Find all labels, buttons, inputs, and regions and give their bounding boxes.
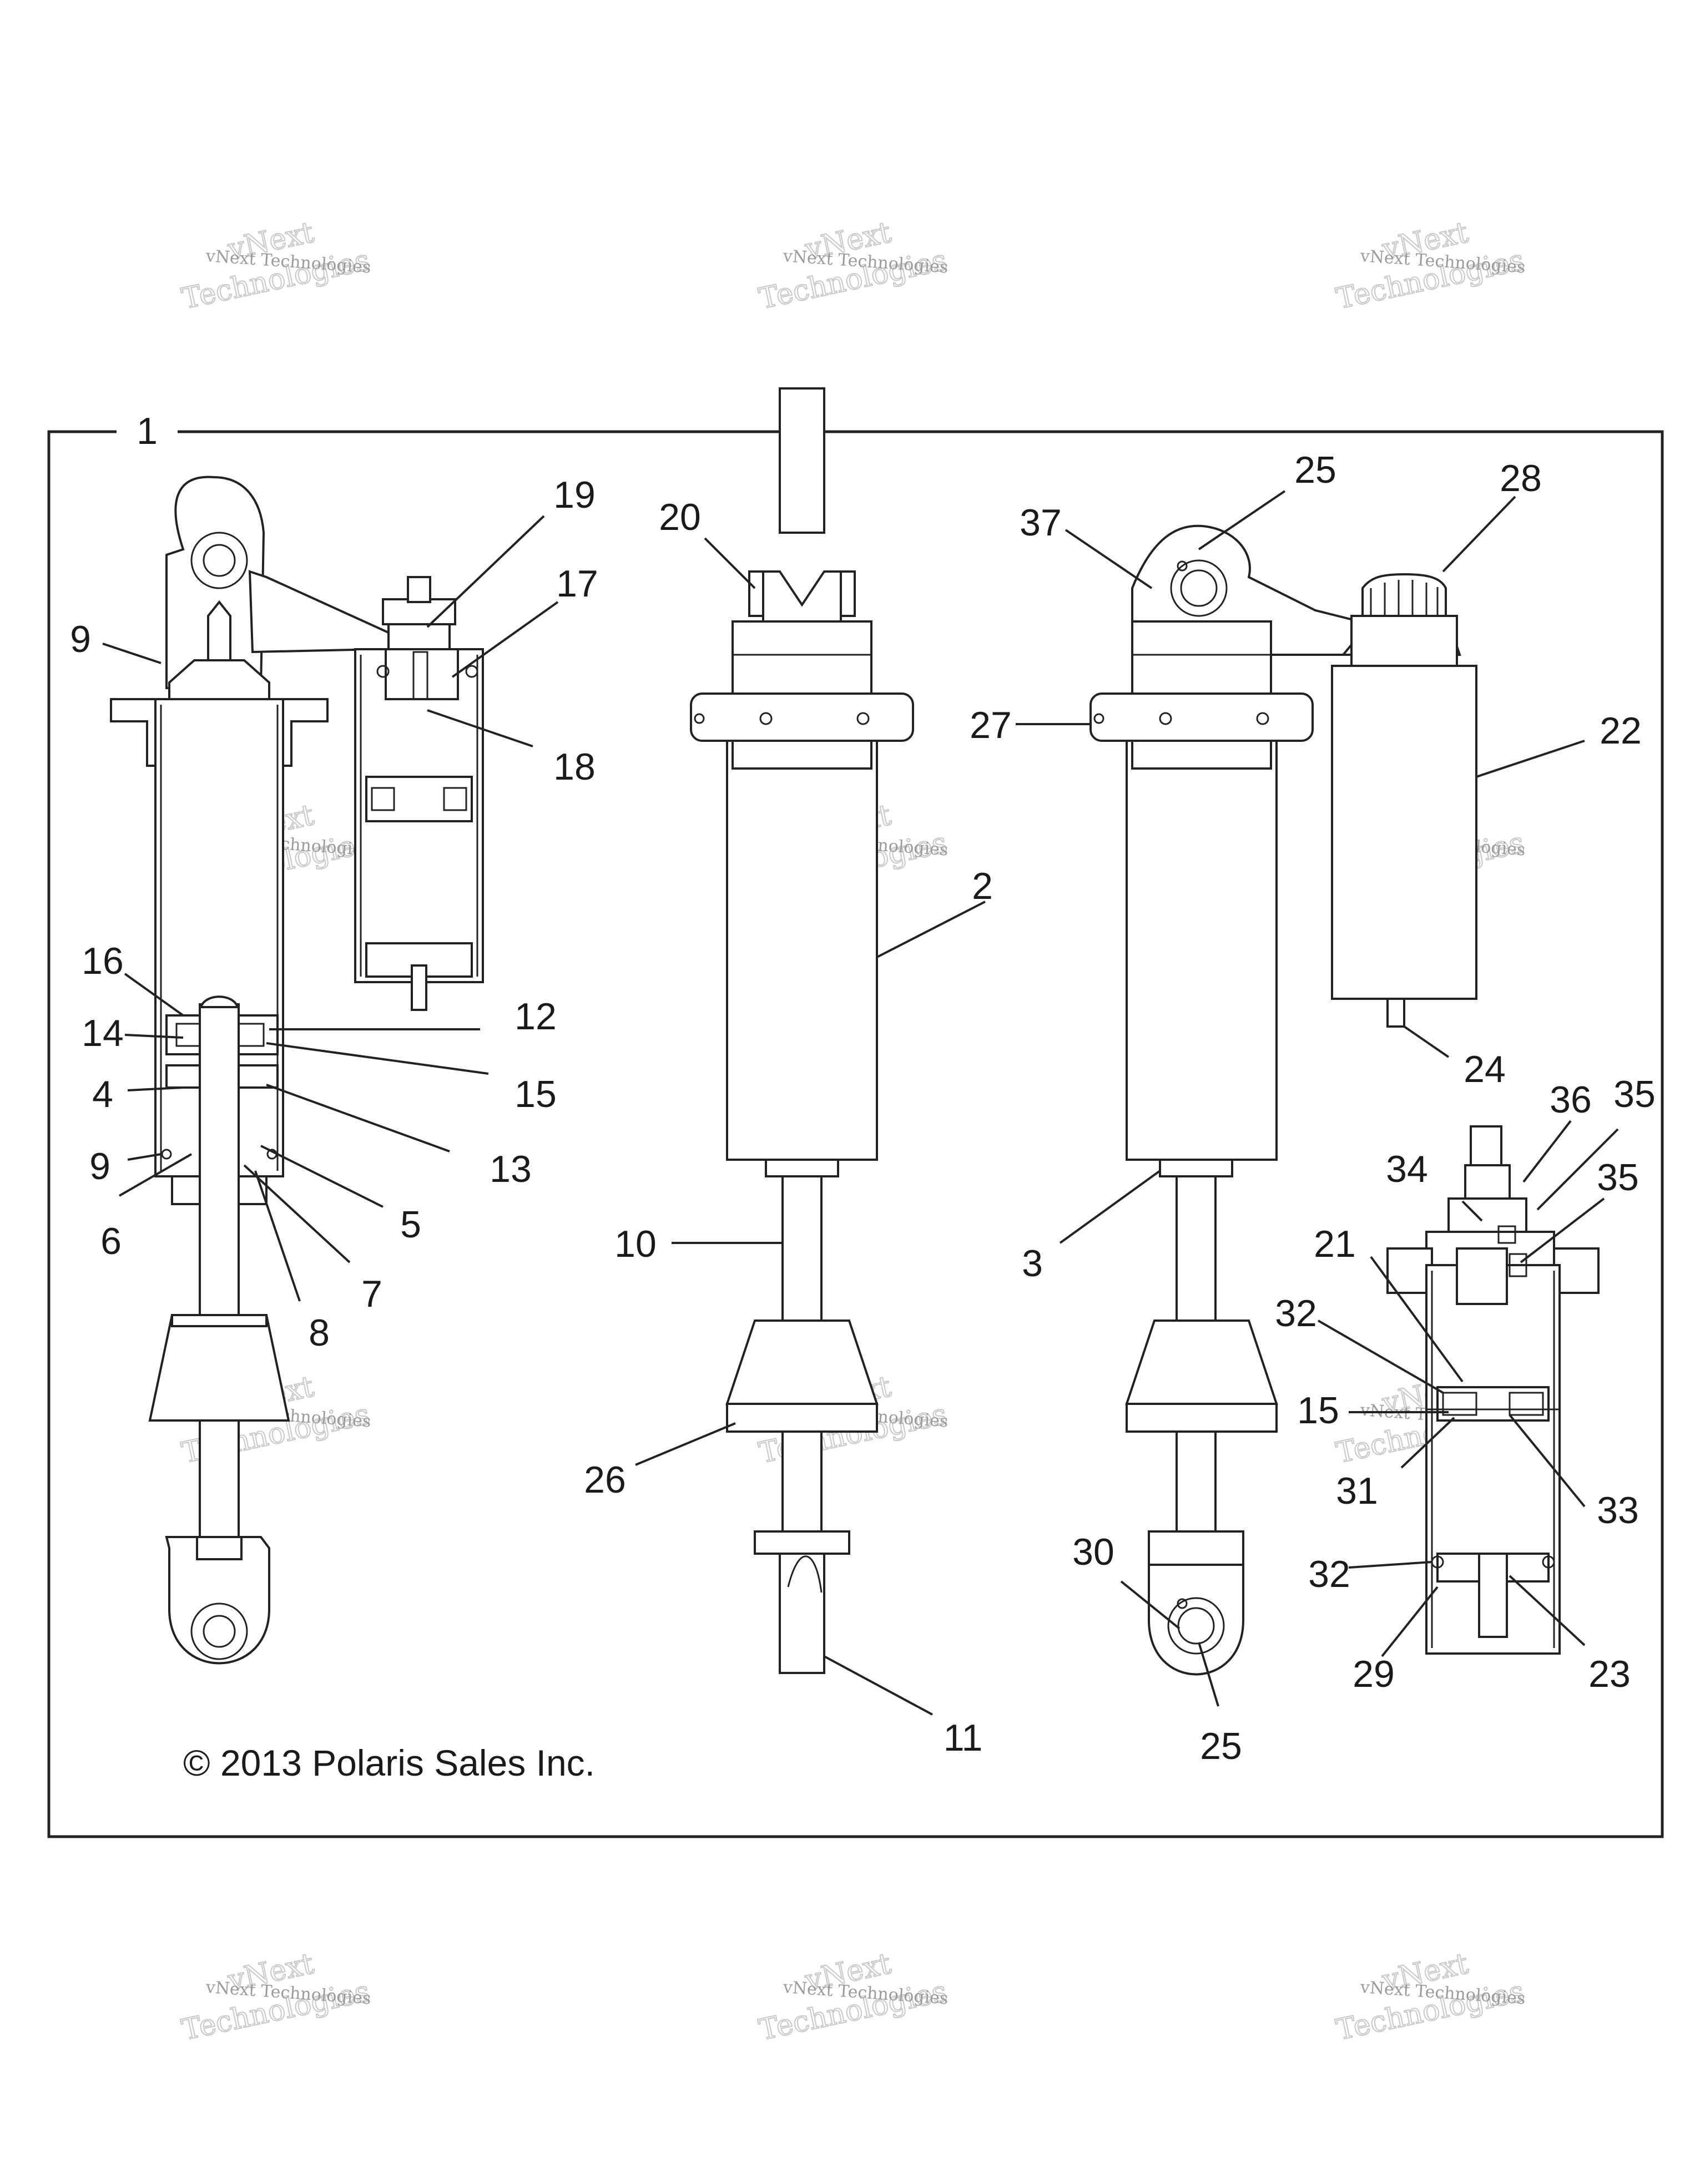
- callout-32: 32: [1275, 1292, 1317, 1334]
- callout-24: 24: [1464, 1048, 1506, 1090]
- callout-21: 21: [1314, 1223, 1356, 1265]
- callout-8: 8: [309, 1312, 330, 1354]
- callout-16: 16: [82, 940, 124, 982]
- callout-3: 3: [1022, 1242, 1043, 1285]
- callout-17: 17: [556, 563, 598, 605]
- callout-31: 31: [1336, 1470, 1378, 1512]
- callout-28: 28: [1500, 457, 1542, 499]
- callout-36: 36: [1550, 1079, 1592, 1121]
- callout-35: 35: [1613, 1073, 1656, 1115]
- center-shock-exterior: [690, 387, 914, 1674]
- callout-15b: 15: [1297, 1389, 1339, 1432]
- callout-18: 18: [553, 746, 596, 788]
- left-cutaway-shock: [110, 476, 484, 1665]
- callout-10: 10: [614, 1223, 657, 1265]
- callout-2: 2: [972, 865, 993, 907]
- callout-19: 19: [553, 474, 596, 516]
- copyright-text: © 2013 Polaris Sales Inc.: [183, 1742, 595, 1783]
- callout-29: 29: [1353, 1653, 1395, 1695]
- callout-5: 5: [400, 1204, 421, 1246]
- watermark: Technologies vNext vNext Technologies: [755, 1947, 950, 2048]
- callout-23: 23: [1588, 1653, 1631, 1695]
- watermark: Technologies vNext vNext Technologies: [178, 215, 373, 316]
- leader-lines: [102, 490, 1619, 1716]
- frame-label: 1: [137, 410, 158, 452]
- callout-labels: 9 19 17 18 16 14 4 9 6 8 7 5 13 15 12 20…: [70, 449, 1656, 1767]
- callout-13: 13: [490, 1148, 532, 1190]
- callout-20: 20: [659, 496, 701, 538]
- callout-14: 14: [82, 1012, 124, 1054]
- callout-30: 30: [1072, 1531, 1114, 1573]
- callout-26: 26: [584, 1459, 626, 1501]
- watermark: Technologies vNext vNext Technologies: [1333, 215, 1527, 316]
- callout-22: 22: [1600, 710, 1642, 752]
- watermark: Technologies vNext vNext Technologies: [1333, 1947, 1527, 2048]
- callout-15: 15: [514, 1073, 557, 1115]
- callout-4: 4: [92, 1073, 113, 1115]
- callout-12: 12: [514, 995, 557, 1038]
- callout-25b: 25: [1200, 1725, 1242, 1767]
- callout-34: 34: [1386, 1148, 1428, 1190]
- callout-32b: 32: [1308, 1553, 1350, 1595]
- callout-9: 9: [70, 618, 91, 660]
- callout-33: 33: [1597, 1489, 1639, 1531]
- callout-6: 6: [100, 1220, 122, 1262]
- callout-9b: 9: [89, 1145, 110, 1187]
- watermark: Technologies vNext vNext Technologies: [755, 215, 950, 316]
- callout-7: 7: [361, 1273, 382, 1315]
- callout-25: 25: [1294, 449, 1336, 491]
- callout-27: 27: [970, 704, 1012, 746]
- assembly-frame: 1: [47, 410, 1664, 1838]
- callout-11: 11: [944, 1717, 983, 1759]
- right-shock-exterior: [1089, 524, 1600, 1676]
- callout-37: 37: [1020, 502, 1062, 544]
- callout-35b: 35: [1597, 1156, 1639, 1199]
- watermark: Technologies vNext vNext Technologies: [178, 1947, 373, 2048]
